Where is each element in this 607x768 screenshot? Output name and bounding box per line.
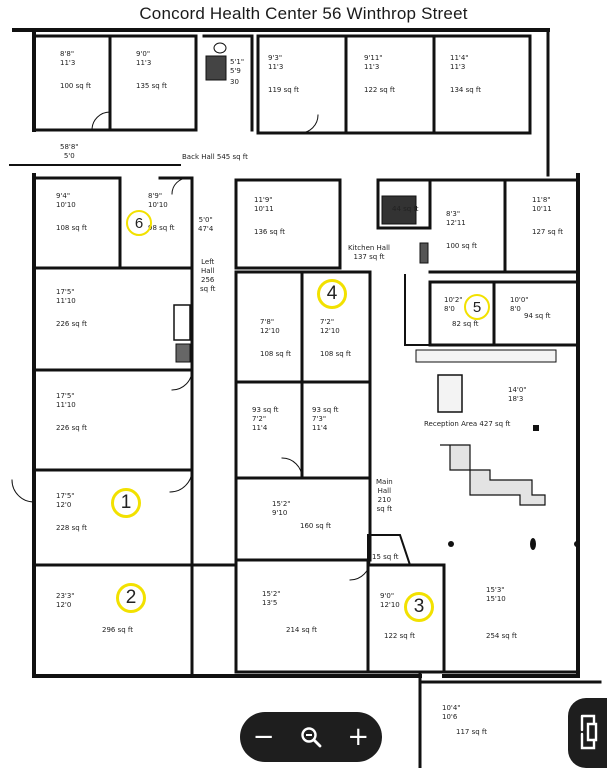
room-label: 14'0"18'3 [508,386,527,403]
zoom-in-button[interactable]: + [347,722,370,752]
room-label: 296 sq ft [102,626,133,634]
room-label: 15'2"13'5 [262,590,281,607]
room-label: 94 sq ft [524,312,551,320]
document-icon [580,714,598,750]
room-label: 9'0"12'10 [380,592,400,609]
room-label: 214 sq ft [286,626,317,634]
back-hall-label: Back Hall 545 sq ft [182,153,248,161]
reception-area-label: Reception Area 427 sq ft [424,420,511,428]
room-label: 10'2"8'0 [444,296,463,313]
magnifier-icon [301,727,322,748]
room-label: 82 sq ft [452,320,479,328]
room-label: 23'3"12'0 [56,592,75,609]
restroom-fixture [175,42,429,363]
room-label: 15'3"15'10 [486,586,506,603]
room-marker-4[interactable]: 4 [317,279,347,309]
room-label: 160 sq ft [300,522,331,530]
room-marker-3[interactable]: 3 [404,592,434,622]
room-marker-5[interactable]: 5 [464,294,490,320]
room-label: 44 sq ft [392,205,419,213]
room-label: 15'2"9'10 [272,500,291,517]
top-hall-dimensions: 58'8" 5'0 [60,143,79,160]
room-marker-1[interactable]: 1 [111,488,141,518]
zoom-out-button[interactable]: − [252,722,275,752]
zoom-toolbar: − + [240,712,382,762]
room-marker-2[interactable]: 2 [116,583,146,613]
left-hall-dimensions: 5'0" 47'4 [198,216,214,233]
room-label: 254 sq ft [486,632,517,640]
room-label: 10'4"10'6 [442,704,461,721]
closet-label: 15 sq ft [372,553,399,561]
kitchen-hall-label: Kitchen Hall 137 sq ft [348,244,390,261]
left-hall-label: Left Hall 256 sq ft [200,258,216,293]
room-marker-6[interactable]: 6 [126,210,152,236]
room-label: 10'0"8'0 [510,296,529,313]
main-hall-label: Main Hall 210 sq ft [376,478,393,513]
room-label: 122 sq ft [384,632,415,640]
zoom-search-button[interactable] [293,719,329,755]
room-label: 117 sq ft [456,728,487,736]
floor-plan-title: Concord Health Center 56 Winthrop Street [139,4,468,23]
